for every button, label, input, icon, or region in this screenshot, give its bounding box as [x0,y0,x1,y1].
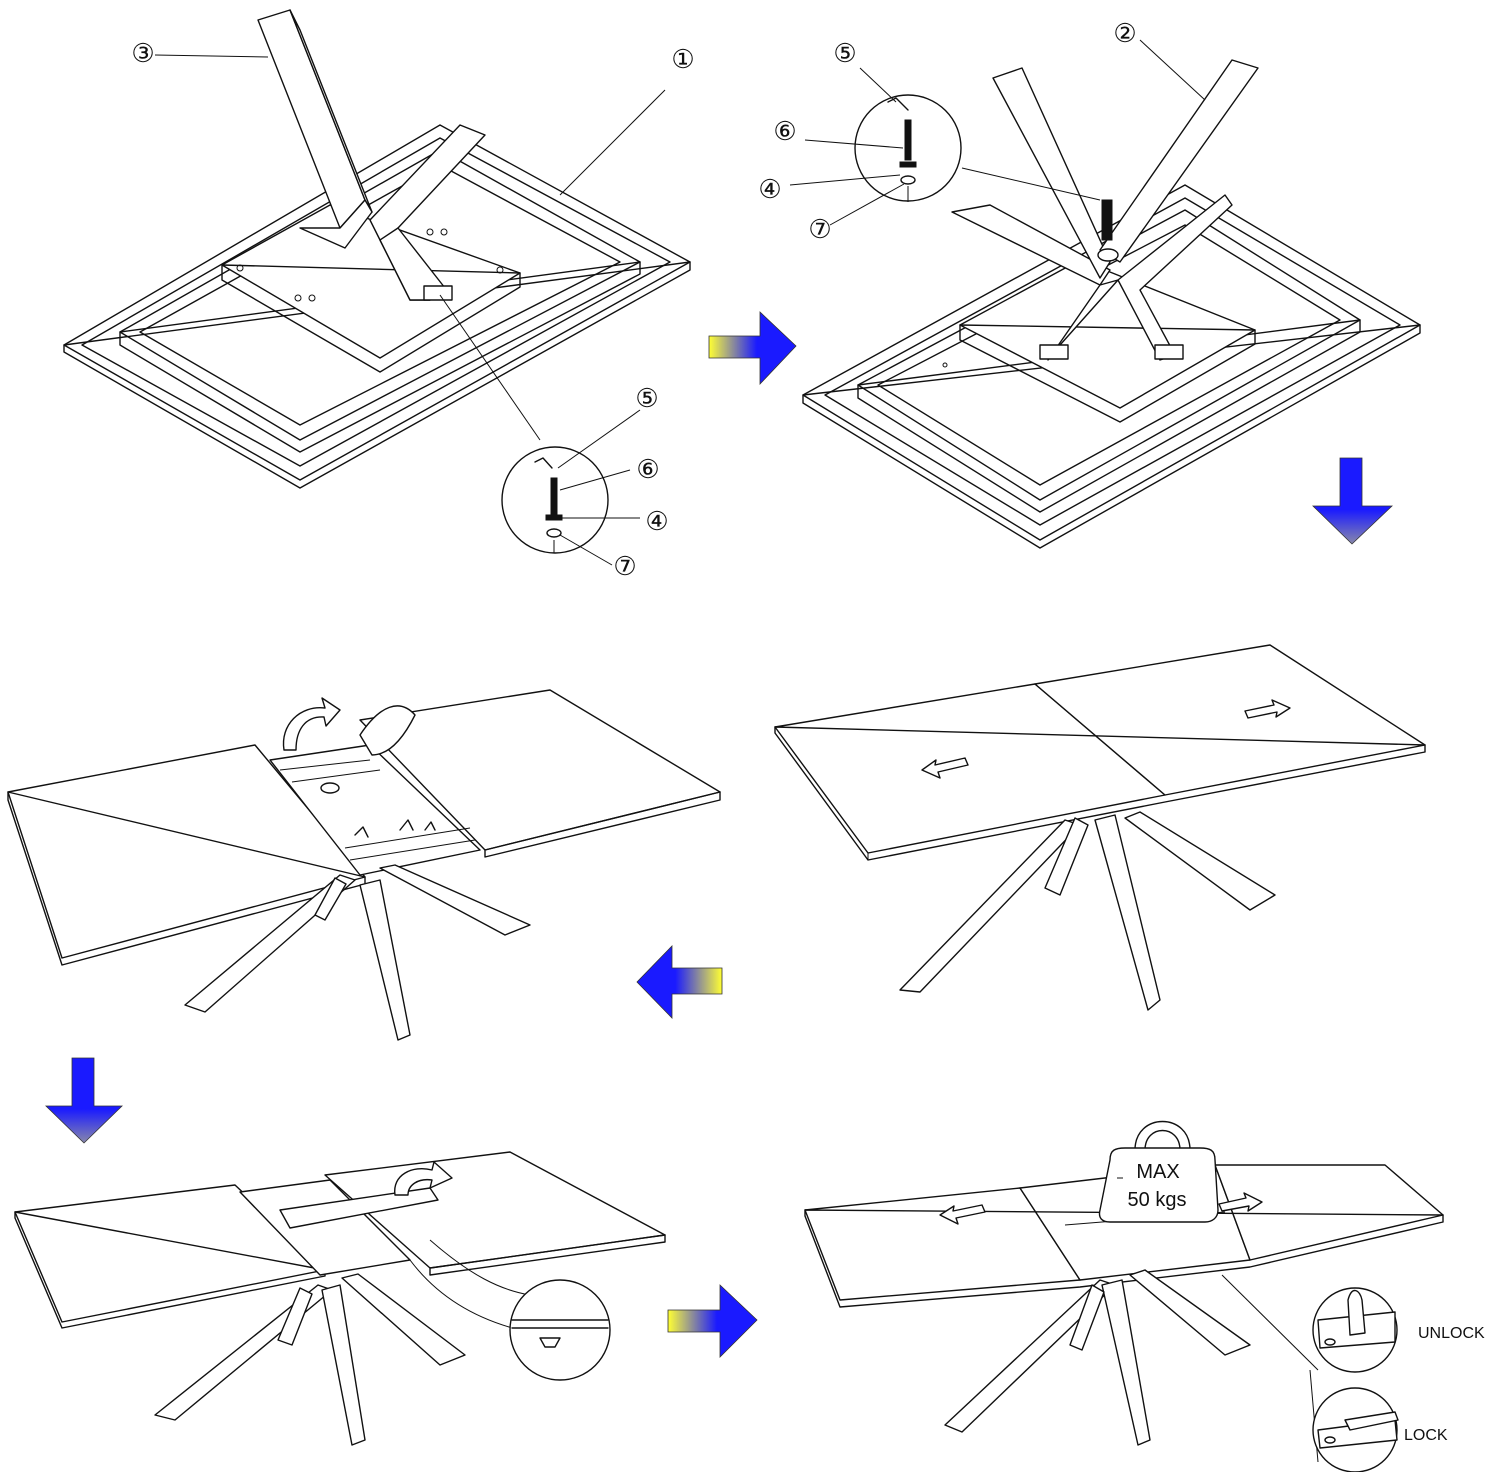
callout-1: ① [671,44,694,74]
weight-tag: MAX 50 kgs [1098,1120,1219,1223]
callout-7: ⑦ [808,214,831,244]
leg-1 [369,124,486,301]
bolt-detail-circle-1 [501,409,641,566]
step-6-close-and-lock: MAX 50 kgs UNLOCK LOCK [804,1120,1485,1472]
step-5-insert-leaf [14,1151,666,1446]
callout-7: ⑦ [613,551,636,581]
callout-lines-step-1 [154,54,666,196]
callout-2: ② [1113,18,1136,48]
callout-5: ⑤ [833,38,856,68]
callouts-step-1: ① ③ ⑤ ⑥ ④ ⑦ [131,38,694,581]
callouts-step-2: ② ⑤ ⑥ ④ ⑦ [758,18,1136,244]
callout-3: ③ [131,38,154,68]
leg-2 [951,59,1259,361]
bolt-detail-circle-2 [789,39,1206,226]
callout-4: ④ [758,174,781,204]
arrow-right-icon [708,311,797,386]
step-1-attach-first-leg: ① ③ ⑤ ⑥ ④ ⑦ [63,9,695,581]
arrow-left-icon [636,945,723,1019]
tabletop-frame [63,124,691,489]
max-load-label: MAX [1136,1161,1179,1183]
lock-label: LOCK [1404,1427,1448,1444]
callout-4: ④ [645,506,668,536]
unlock-label: UNLOCK [1418,1325,1485,1342]
arrow-down-icon [1312,457,1394,545]
unlock-detail: UNLOCK [1312,1287,1485,1373]
callout-6: ⑥ [636,454,659,484]
max-load-value: 50 kgs [1128,1189,1187,1211]
arrow-down-icon [45,1057,123,1144]
step-2-attach-second-leg: ② ⑤ ⑥ ④ ⑦ [758,18,1421,549]
lock-detail: LOCK [1312,1387,1448,1472]
leg-3 [257,9,373,249]
tabletop-frame-2 [802,184,1421,549]
step-3-pull-apart [774,644,1426,1011]
callout-6: ⑥ [773,116,796,146]
bolt-line-1 [439,294,541,441]
step-4-flip-leaf [7,689,721,1041]
callout-5: ⑤ [635,383,658,413]
arrow-right-icon [667,1284,758,1358]
